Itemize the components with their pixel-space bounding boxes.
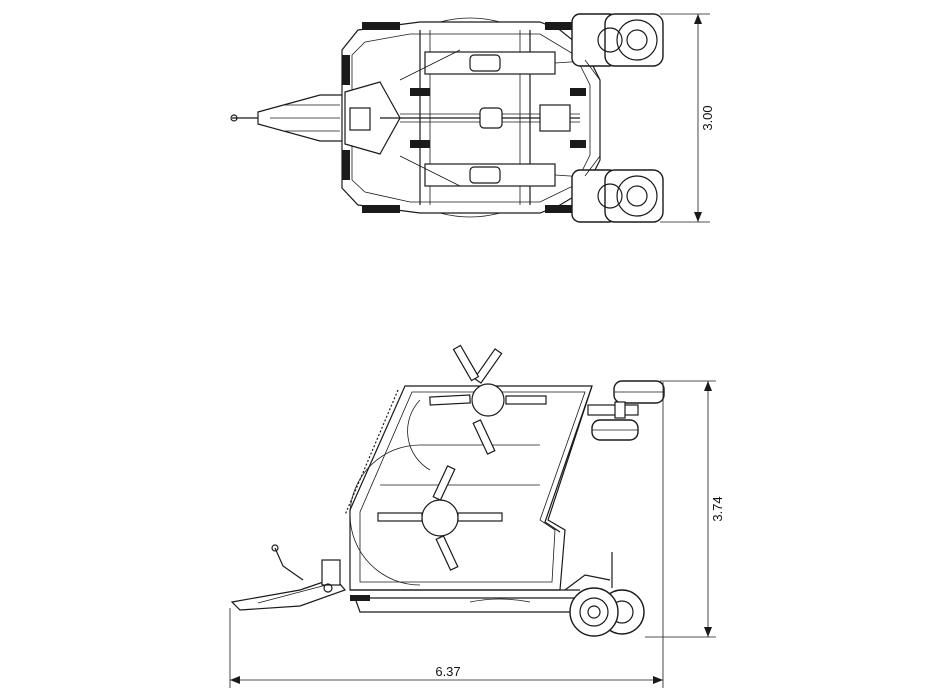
top-view: 3.00 bbox=[230, 13, 715, 223]
top-view-hitch bbox=[230, 94, 346, 142]
bottom-view: 3.74 6.37 bbox=[229, 344, 725, 688]
top-view-wheels bbox=[571, 13, 664, 223]
dimension-height: 3.74 bbox=[645, 380, 725, 638]
dimension-width: 3.00 bbox=[660, 13, 715, 223]
dimension-length: 6.37 bbox=[229, 382, 664, 688]
bottom-view-upper-wheels bbox=[587, 380, 665, 441]
top-view-deck bbox=[341, 17, 601, 218]
height-label: 3.74 bbox=[710, 496, 725, 521]
bottom-view-hitch bbox=[230, 544, 347, 611]
width-label: 3.00 bbox=[700, 105, 715, 130]
length-label: 6.37 bbox=[435, 664, 460, 679]
bottom-view-deck bbox=[344, 344, 593, 613]
bottom-view-lower-wheels bbox=[564, 552, 645, 637]
